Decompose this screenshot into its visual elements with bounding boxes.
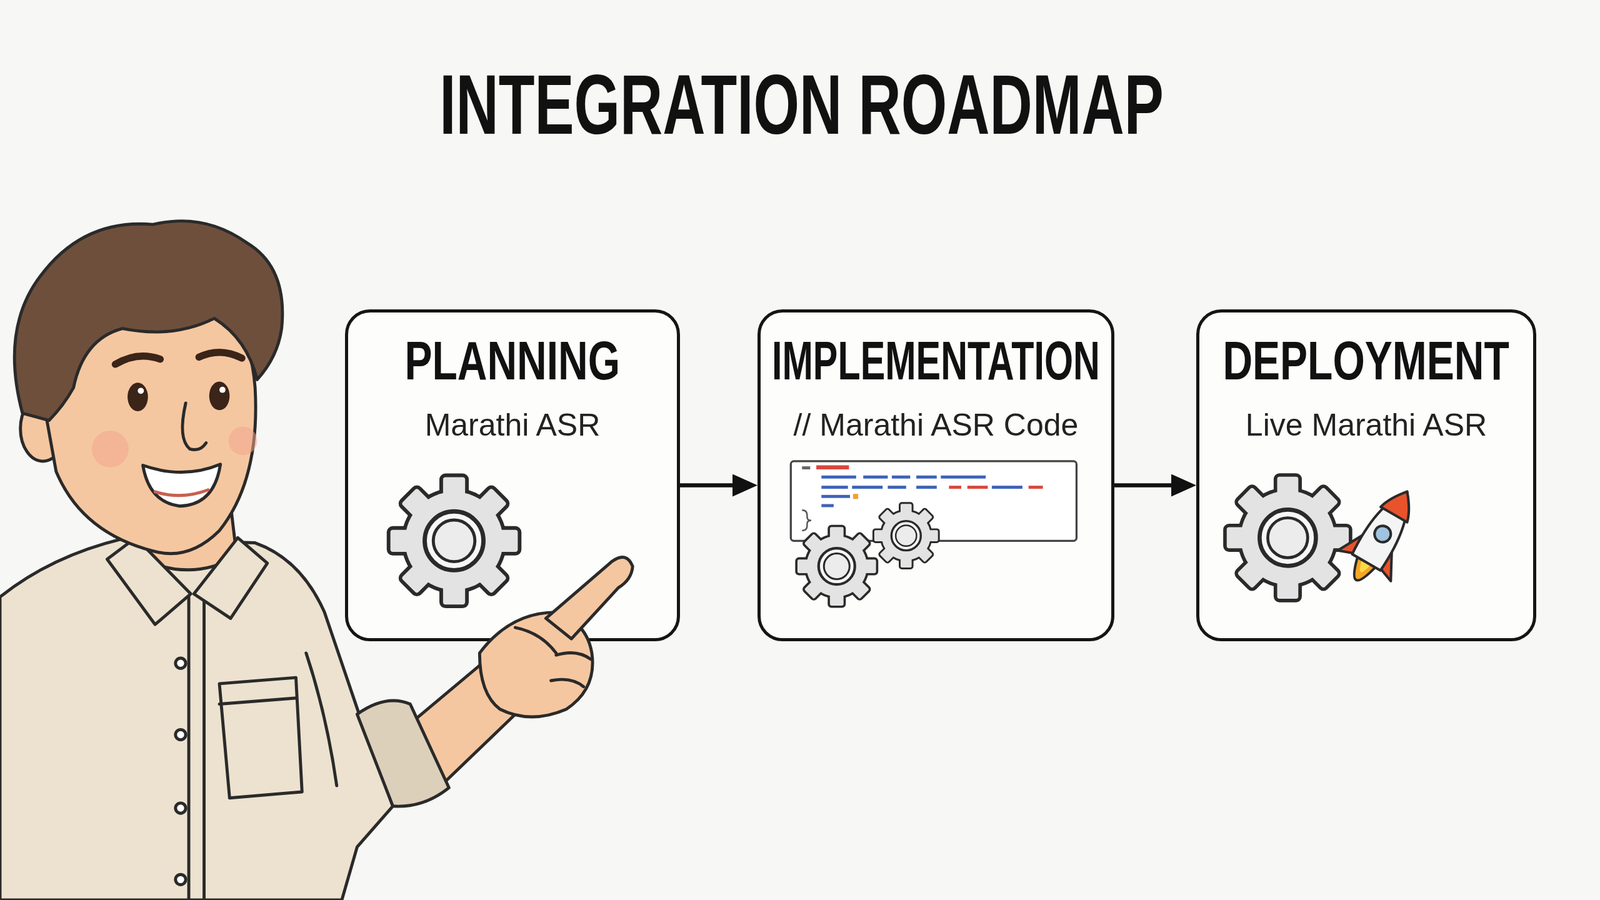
collar-right — [193, 537, 268, 619]
nose — [182, 403, 207, 450]
shirt-button — [175, 729, 186, 740]
pocket — [219, 677, 302, 799]
box-heading: PLANNING — [405, 333, 621, 389]
shirt-button — [175, 874, 186, 885]
cheek — [91, 430, 129, 468]
eye-highlight — [137, 387, 144, 394]
face — [43, 285, 256, 554]
sleeve-cuff — [356, 700, 449, 807]
eyebrow — [115, 352, 242, 365]
title-text: INTEGRATION ROADMAP — [439, 62, 1164, 147]
collar-left — [106, 537, 191, 625]
arm-crease — [306, 653, 337, 786]
mouth-lip — [155, 490, 209, 496]
hair — [14, 221, 283, 421]
forearm — [403, 661, 516, 788]
process-box: IMPLEMENTATION // Marathi ASR Code — [757, 309, 1115, 642]
box-text: // Marathi ASR Code — [793, 407, 1079, 443]
diagram-title: INTEGRATION ROADMAP — [1, 62, 1600, 147]
eye — [209, 381, 230, 411]
eye-highlight — [219, 386, 226, 394]
flow-arrow — [1114, 483, 1184, 488]
shirt-button — [175, 658, 186, 669]
cheek — [228, 426, 258, 455]
eye — [127, 382, 149, 412]
box-text: Marathi ASR — [425, 407, 601, 443]
mouth — [143, 464, 221, 507]
process-box: PLANNING Marathi ASR — [345, 309, 680, 642]
placket — [188, 593, 204, 900]
box-heading: DEPLOYMENT — [1223, 333, 1510, 389]
shirt-torso — [0, 538, 394, 900]
box-heading: IMPLEMENTATION — [771, 333, 1100, 389]
neck — [135, 505, 237, 570]
ear — [20, 395, 66, 461]
box-text: Live Marathi ASR — [1245, 407, 1487, 443]
process-box: DEPLOYMENT Live Marathi ASR — [1196, 309, 1537, 642]
shirt-button — [175, 803, 186, 814]
flow-arrow — [680, 483, 745, 488]
